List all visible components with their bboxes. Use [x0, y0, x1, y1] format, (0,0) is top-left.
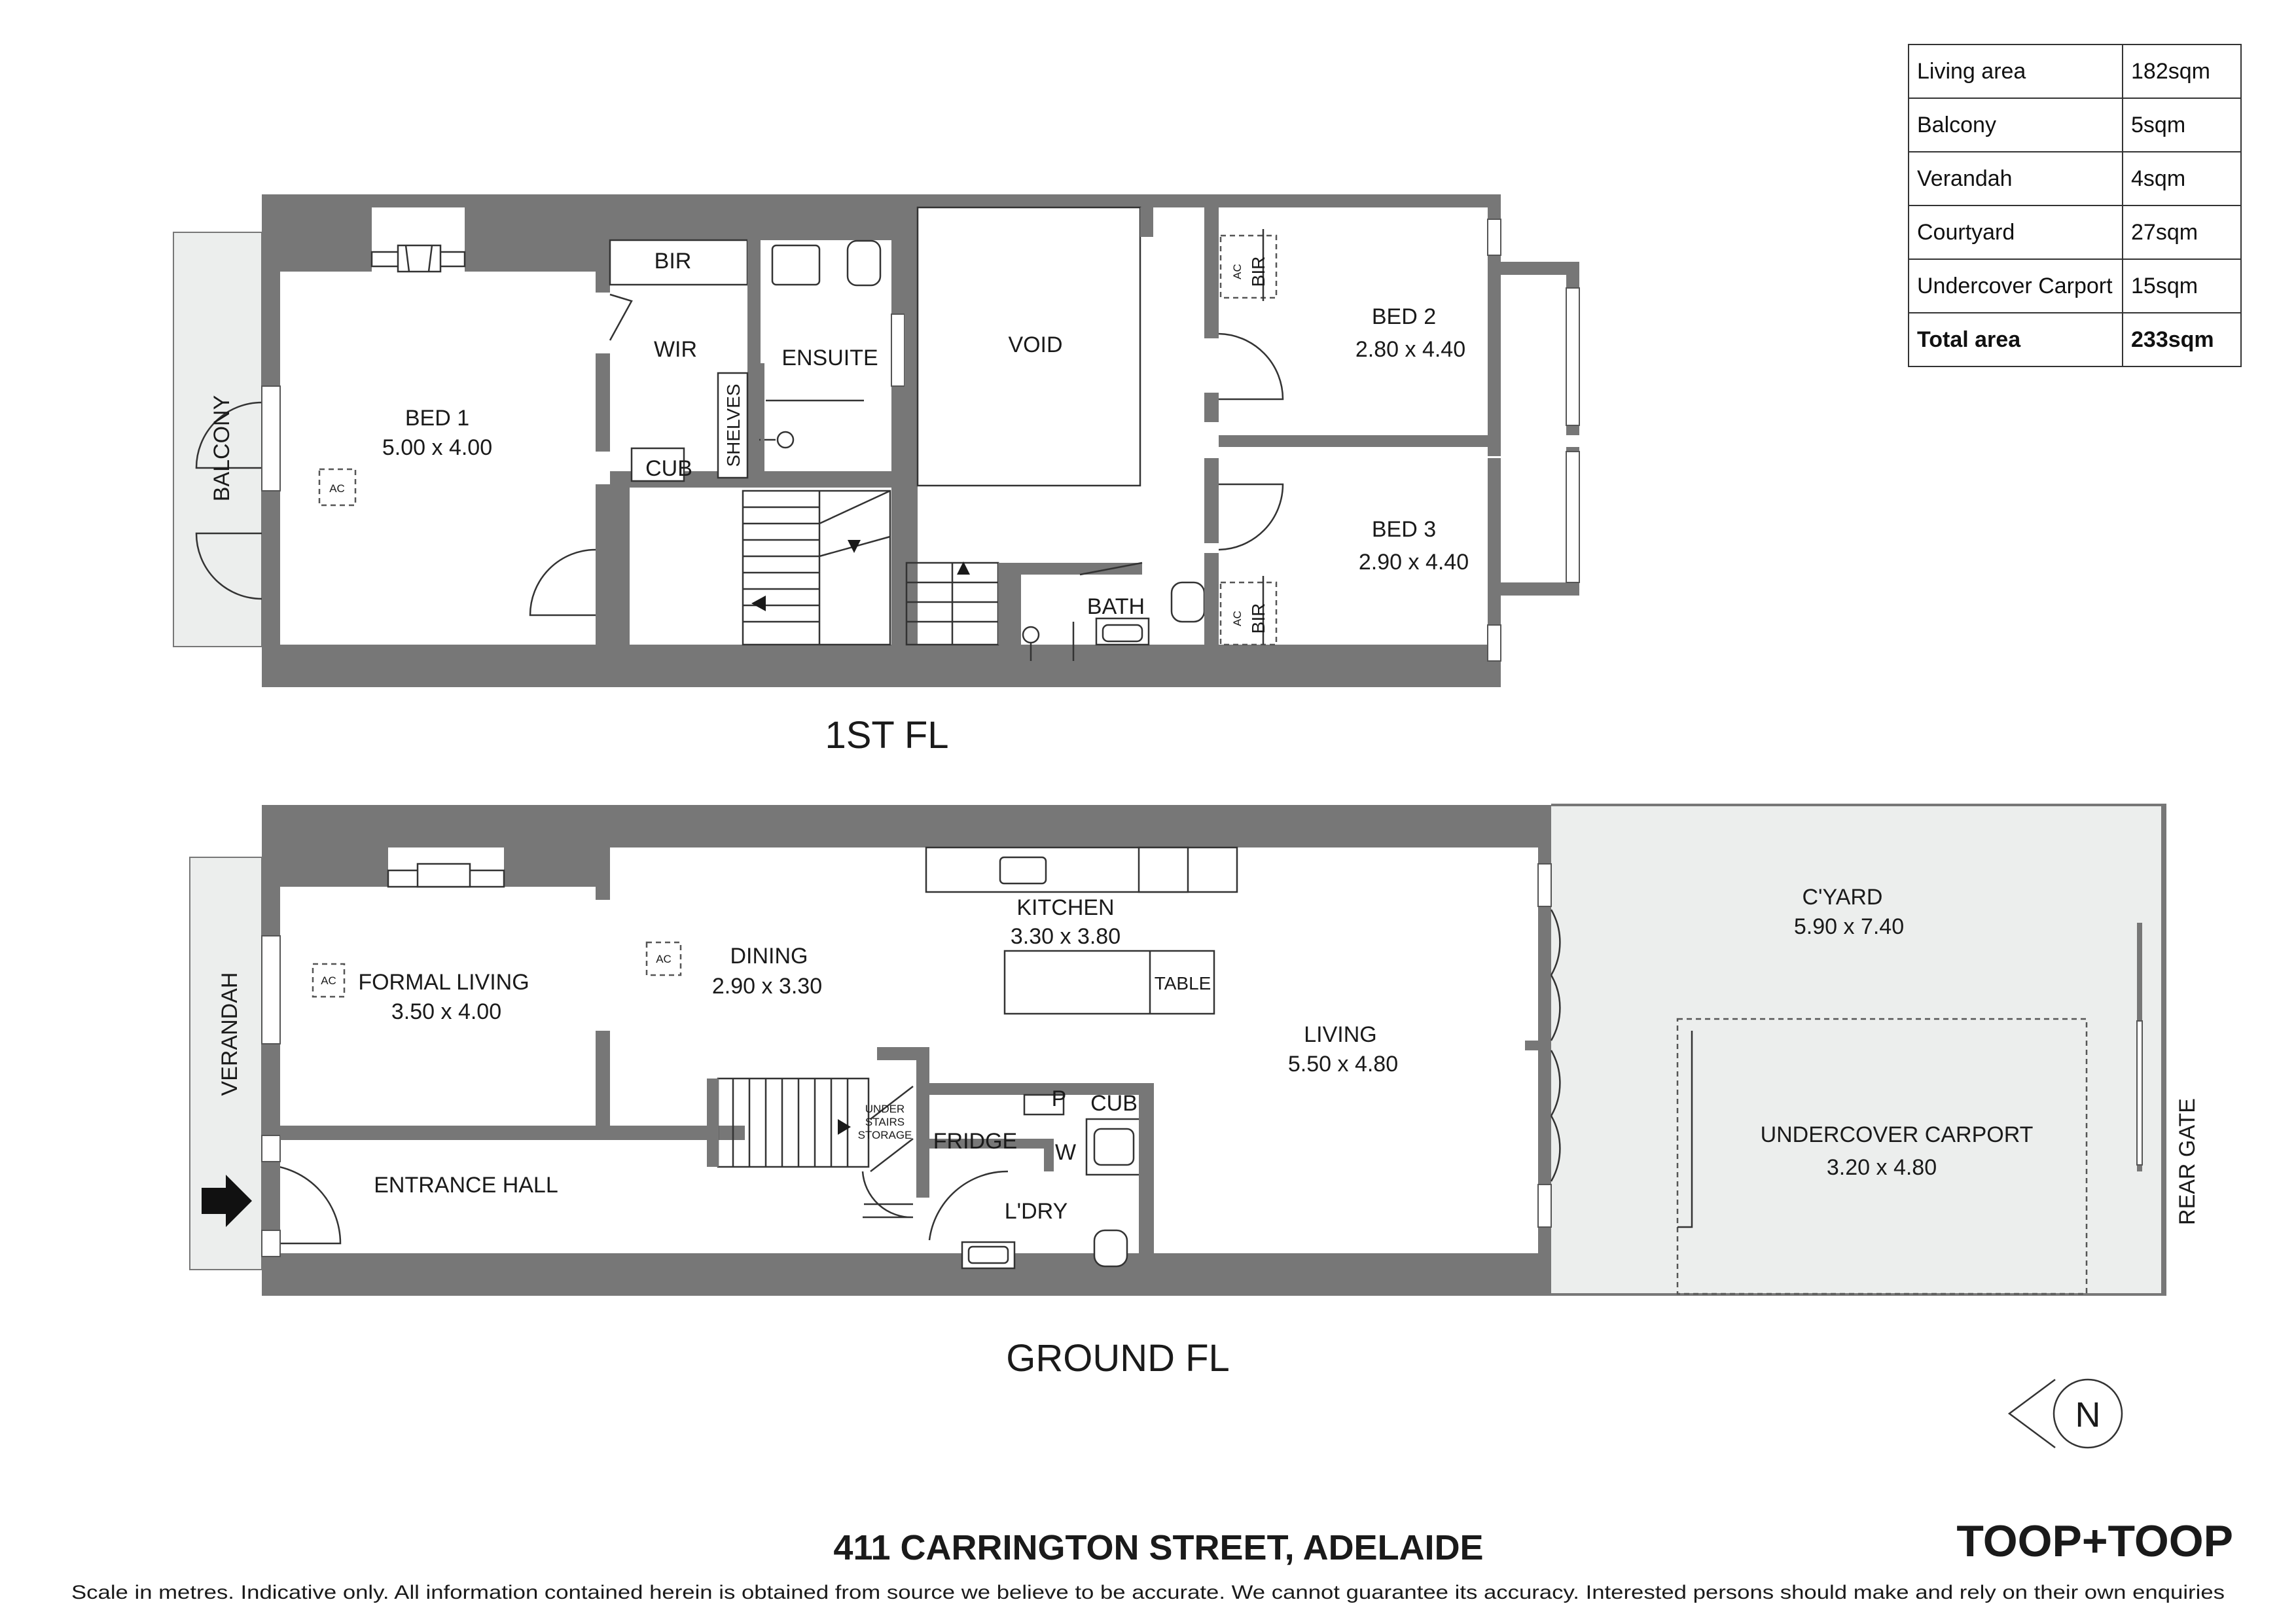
area-label: Undercover Carport — [1908, 259, 2123, 313]
ac-label: AC — [321, 974, 336, 987]
area-label: Living area — [1908, 44, 2123, 99]
first-floor-title: 1ST FL — [825, 714, 948, 757]
formal-living-dims: 3.50 x 4.00 — [391, 999, 501, 1024]
area-label: Courtyard — [1908, 205, 2123, 260]
ac-label: AC — [329, 482, 345, 495]
courtyard-dims: 5.90 x 7.40 — [1794, 914, 1904, 939]
kitchen-island — [1003, 950, 1215, 1015]
under-stairs-label: STORAGE — [858, 1129, 912, 1141]
void-label: VOID — [1008, 332, 1062, 357]
table-label: TABLE — [1155, 973, 1211, 993]
cooktop — [1138, 846, 1189, 893]
first-floor-plan: BALCONY BED 1 5.00 x 4.00 AC BIR WIR ENS… — [173, 194, 1580, 757]
bed1-door-swing — [529, 548, 596, 616]
ensuite-label: ENSUITE — [781, 346, 878, 370]
bath-label: BATH — [1087, 594, 1145, 619]
balcony-area — [173, 232, 262, 647]
void-area — [916, 206, 1141, 487]
cub-label: CUB — [1090, 1091, 1138, 1116]
cub-label: CUB — [645, 456, 692, 481]
disclaimer-text: Scale in metres. Indicative only. All in… — [71, 1582, 2225, 1603]
area-total-value: 233sqm — [2122, 312, 2242, 367]
rear-gate-label: REAR GATE — [2175, 1098, 2200, 1225]
laundry-label: L'DRY — [1005, 1199, 1068, 1224]
bed3-door-swing — [1218, 483, 1284, 551]
area-value: 182sqm — [2122, 44, 2242, 99]
ground-floor-plan: VERANDAH FORMAL LIVING 3.50 x 4.00 AC AC… — [189, 804, 2200, 1380]
bed2-label: BED 2 — [1372, 304, 1436, 329]
wir-label: WIR — [654, 337, 697, 362]
dining-dims: 2.90 x 3.30 — [712, 974, 822, 999]
balcony-door-swing — [195, 401, 262, 469]
bed3-label: BED 3 — [1372, 517, 1436, 542]
ac-label: AC — [1231, 611, 1244, 626]
living-dims: 5.50 x 4.80 — [1288, 1052, 1398, 1077]
area-value: 27sqm — [2122, 205, 2242, 260]
bed1-label: BED 1 — [405, 406, 469, 431]
w-label: W — [1055, 1140, 1076, 1165]
balcony-label: BALCONY — [209, 395, 234, 502]
bir-label: BIR — [1248, 603, 1268, 634]
address-title: 411 CARRINGTON STREET, ADELAIDE — [833, 1528, 1483, 1567]
under-stairs-label: STAIRS — [865, 1116, 905, 1128]
area-value: 4sqm — [2122, 151, 2242, 206]
under-stairs-label: UNDER — [865, 1103, 905, 1115]
formal-living-label: FORMAL LIVING — [358, 970, 529, 995]
kitchen-dims: 3.30 x 3.80 — [1011, 924, 1121, 949]
stairs-ground-floor — [717, 1077, 870, 1168]
entrance-hall-label: ENTRANCE HALL — [374, 1173, 558, 1198]
bed2-dims: 2.80 x 4.40 — [1355, 337, 1465, 362]
compass-label: N — [2075, 1395, 2101, 1435]
entry-arrow-icon — [202, 1175, 252, 1227]
courtyard-label: C'YARD — [1803, 885, 1883, 910]
ac-label: AC — [1231, 264, 1244, 279]
area-label: Verandah — [1908, 151, 2123, 206]
living-label: LIVING — [1304, 1022, 1376, 1047]
shelves-label: SHELVES — [723, 383, 744, 467]
bed1-dims: 5.00 x 4.00 — [382, 435, 492, 460]
carport-dims: 3.20 x 4.80 — [1827, 1155, 1937, 1180]
first-floor-outer-wall — [262, 194, 1501, 207]
verandah-label: VERANDAH — [217, 972, 242, 1096]
area-label: Balcony — [1908, 98, 2123, 152]
courtyard-area — [1551, 805, 2166, 1296]
bed3-dims: 2.90 x 4.40 — [1359, 550, 1469, 575]
area-value: 15sqm — [2122, 259, 2242, 313]
kitchen-label: KITCHEN — [1016, 895, 1114, 920]
compass-icon: N — [2007, 1378, 2123, 1449]
dining-label: DINING — [730, 944, 808, 969]
ground-floor-title: GROUND FL — [1006, 1337, 1230, 1380]
stairs-first-floor — [742, 490, 891, 646]
bed2-door-swing — [1218, 332, 1284, 401]
area-value: 5sqm — [2122, 98, 2242, 152]
carport-outline — [1676, 1018, 2088, 1295]
brand-logo: TOOP+TOOP — [1956, 1516, 2233, 1566]
fridge-label: FRIDGE — [933, 1129, 1017, 1154]
carport-label: UNDERCOVER CARPORT — [1761, 1122, 2034, 1147]
pantry-label: P — [1052, 1086, 1067, 1111]
area-total-label: Total area — [1908, 312, 2123, 367]
ac-label: AC — [656, 953, 672, 965]
bir-label: BIR — [1248, 257, 1268, 287]
bir-label: BIR — [655, 249, 692, 274]
